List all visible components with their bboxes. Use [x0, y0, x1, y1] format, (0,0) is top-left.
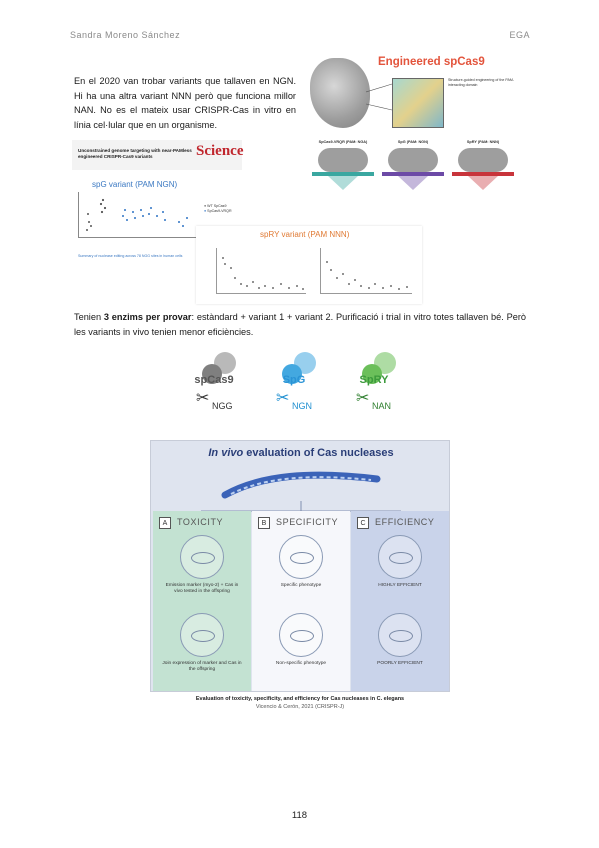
variant-spg-label: SpG (PAM: NGN)	[397, 140, 429, 144]
column-title: SPECIFICITY	[276, 517, 339, 527]
scissors-icon: ✂	[276, 388, 290, 407]
spry-dot-plot-right	[320, 248, 412, 294]
paragraph-variants: En el 2020 van trobar variants que talla…	[74, 76, 296, 130]
cas-protein-shape	[388, 148, 438, 172]
pam-highlight	[398, 176, 428, 190]
enzyme-circle-icon	[282, 364, 302, 384]
zoom-description: Structure-guided engineering of the PAM-…	[448, 78, 515, 87]
variant-vrqr-label: SpCas9-VRQR (PAM: NGA)	[318, 140, 368, 144]
paper-header: Unconstrained genome targeting with near…	[72, 140, 244, 170]
petri-dish-icon	[378, 613, 422, 657]
paragraph-enzymes: Tenien 3 enzims per provar: estàndard + …	[74, 310, 526, 339]
legend-item: SpCas9-VRQR	[207, 209, 232, 213]
figure-engineered-spcas9: Engineered spCas9 Structure-guided engin…	[306, 52, 520, 220]
enzyme-name: SpG	[282, 374, 306, 386]
column-letter: A	[159, 517, 171, 529]
in-vivo-title-italic: In vivo	[208, 447, 244, 459]
paragraph-enzymes-before: Tenien	[74, 312, 104, 322]
worm-icon	[221, 471, 381, 499]
spg-variant-title: spG variant (PAM NGN)	[92, 180, 178, 189]
paragraph-enzymes-bold: 3 enzims per provar	[103, 312, 192, 322]
spg-dots	[86, 198, 188, 231]
figure-caption-title: Evaluation of toxicity, specificity, and…	[195, 696, 405, 702]
header-code: EGA	[509, 30, 530, 40]
petri-dish-icon	[180, 613, 224, 657]
petri-dish-icon	[279, 613, 323, 657]
enzyme-name: SpRY	[359, 374, 389, 386]
petri-dish-icon	[279, 535, 323, 579]
dna-strand	[452, 172, 514, 176]
enzyme-spg: SpG ✂ NGN	[266, 352, 336, 432]
protein-structure-image	[310, 58, 370, 128]
enzyme-pam: NGN	[292, 401, 312, 411]
enzyme-icons-row: spCas9 ✂ NGG SpG ✂ NGN SpRY ✂ NAN	[186, 352, 416, 432]
enzyme-pam: NAN	[372, 401, 392, 411]
enzyme-spcas9: spCas9 ✂ NGG	[186, 352, 256, 432]
cas-protein-shape	[458, 148, 508, 172]
figure-in-vivo-evaluation: In vivo evaluation of Cas nucleases A TO…	[150, 440, 450, 692]
spry-dots-right	[326, 261, 408, 290]
figure-caption-source: Vicencio & Cerón, 2021 (CRISPR-J)	[255, 703, 345, 710]
enzyme-circle-icon	[202, 364, 222, 384]
paper-title: Unconstrained genome targeting with near…	[78, 148, 192, 159]
column-letter: C	[357, 517, 369, 529]
figure-spry: spRY variant (PAM NNN)	[196, 226, 422, 304]
scissors-icon: ✂	[356, 388, 370, 407]
figure-caption: Evaluation of toxicity, specificity, and…	[150, 696, 450, 711]
variant-spg: SpG (PAM: NGN)	[380, 140, 446, 194]
column-text: Join expression of marker and Cas in the…	[162, 661, 242, 672]
column-title: TOXICITY	[177, 517, 224, 527]
scissors-icon: ✂	[196, 388, 210, 407]
figure-engineered-title: Engineered spCas9	[378, 56, 485, 68]
column-text: HIGHLY EFFICIENT	[378, 583, 422, 588]
in-vivo-title: In vivo evaluation of Cas nucleases	[151, 447, 451, 459]
pam-highlight	[468, 176, 498, 190]
spg-caption: Summary of nuclease editing across 78 NG…	[78, 254, 183, 258]
paragraph-enzymes-after: : estàndard + variant 1 + variant 2. Pur…	[74, 312, 526, 337]
enzyme-spry: SpRY ✂ NAN	[346, 352, 416, 432]
spry-dot-plot-left	[216, 248, 306, 294]
header-author: Sandra Moreno Sánchez	[70, 30, 181, 40]
column-letter: B	[258, 517, 270, 529]
variant-vrqr: SpCas9-VRQR (PAM: NGA)	[310, 140, 376, 194]
spg-dot-plot	[78, 192, 198, 238]
spg-legend: ● WT SpCas9 ● SpCas9-VRQR	[204, 204, 232, 213]
column-efficiency: C EFFICIENCY HIGHLY EFFICIENT POORLY EFF…	[351, 511, 449, 691]
variant-spry: SpRY (PAM: NNN)	[450, 140, 516, 194]
zoom-lines	[366, 83, 393, 111]
spry-dots-left	[222, 257, 304, 290]
legend-item: WT SpCas9	[207, 204, 227, 208]
pam-highlight	[328, 176, 358, 190]
page-header: Sandra Moreno Sánchez EGA	[70, 30, 530, 44]
petri-dish-icon	[180, 535, 224, 579]
column-text: POORLY EFFICIENT	[377, 661, 423, 666]
enzyme-pam: NGG	[212, 401, 233, 411]
column-text: Non-specific phenotype	[275, 661, 327, 666]
column-title: EFFICIENCY	[375, 517, 435, 527]
cas-protein-shape	[318, 148, 368, 172]
column-toxicity: A TOXICITY Emission marker (myo-2) + Cas…	[153, 511, 251, 691]
dna-strand	[312, 172, 374, 176]
figure-science-spg: Unconstrained genome targeting with near…	[72, 140, 244, 264]
column-text: Specific phenotype	[280, 583, 322, 588]
column-text: Emission marker (myo-2) + Cas in vivo te…	[165, 583, 239, 594]
science-logo: Science	[196, 143, 244, 159]
dna-strand	[382, 172, 444, 176]
pam-domain-zoom-image	[392, 78, 444, 128]
column-specificity: B SPECIFICITY Specific phenotype Non-spe…	[252, 511, 350, 691]
in-vivo-title-rest: evaluation of Cas nucleases	[243, 447, 394, 459]
enzyme-name: spCas9	[194, 374, 234, 386]
petri-dish-icon	[378, 535, 422, 579]
variant-spry-label: SpRY (PAM: NNN)	[466, 140, 500, 144]
enzyme-circle-icon	[362, 364, 382, 384]
spry-title: spRY variant (PAM NNN)	[260, 230, 350, 239]
page-number: 118	[291, 810, 308, 821]
